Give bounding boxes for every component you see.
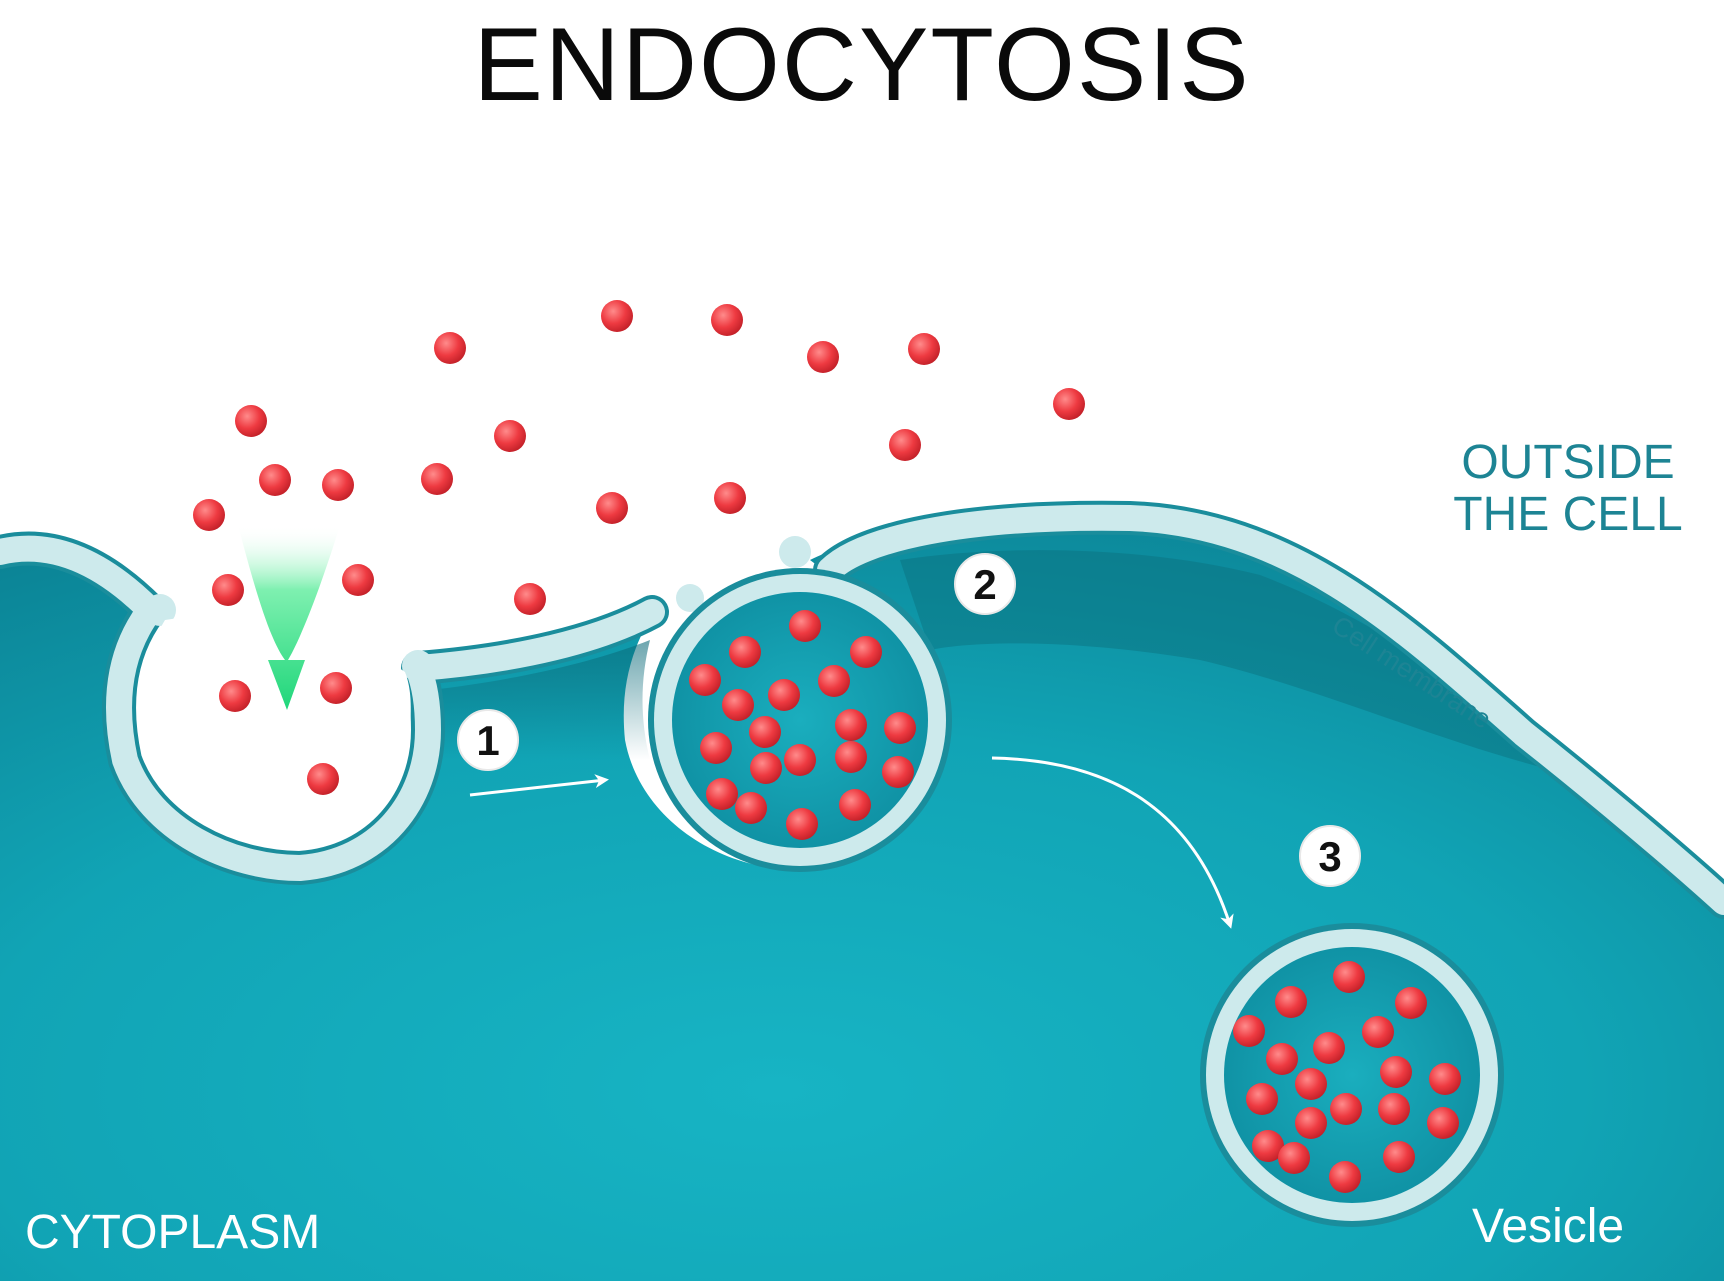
particle: [1295, 1107, 1327, 1139]
step-badge-3: 3: [1299, 825, 1361, 887]
particle: [1378, 1093, 1410, 1125]
particle: [1333, 961, 1365, 993]
particle: [212, 574, 244, 606]
particle: [889, 429, 921, 461]
cytoplasm-label: CYTOPLASM: [25, 1206, 320, 1259]
particle: [700, 732, 732, 764]
step-badge-2: 2: [954, 553, 1016, 615]
membrane-cap: [779, 536, 811, 568]
particle: [835, 709, 867, 741]
step-badge-1: 1: [457, 709, 519, 771]
vesicle-label: Vesicle: [1472, 1200, 1624, 1253]
particle: [342, 564, 374, 596]
outside-label-line2: THE CELL: [1453, 488, 1682, 541]
step-number: 2: [973, 561, 996, 608]
circle-number-icon: [457, 709, 519, 771]
particle: [786, 808, 818, 840]
particle: [1266, 1043, 1298, 1075]
green-down-arrow-icon: [238, 525, 340, 710]
particle: [711, 304, 743, 336]
outside-label-line1: OUTSIDE: [1461, 436, 1674, 489]
particle: [714, 482, 746, 514]
particle: [1233, 1015, 1265, 1047]
white-arrow-icon: [469, 774, 609, 797]
white-arrow-icon: [991, 756, 1234, 929]
particle: [689, 664, 721, 696]
particle: [1329, 1161, 1361, 1193]
particle: [850, 636, 882, 668]
particle: [1278, 1142, 1310, 1174]
endocytic-pit: [145, 600, 411, 831]
particle: [750, 752, 782, 784]
particle: [735, 792, 767, 824]
particle: [1275, 986, 1307, 1018]
page-title: ENDOCYTOSIS: [473, 7, 1250, 123]
membrane-cap: [402, 650, 434, 682]
circle-number-icon: [954, 553, 1016, 615]
particle: [1380, 1056, 1412, 1088]
particle: [322, 469, 354, 501]
step-number: 3: [1318, 833, 1341, 880]
particle: [1429, 1063, 1461, 1095]
particle: [193, 499, 225, 531]
particle: [320, 672, 352, 704]
membrane-cap: [144, 594, 176, 626]
particle: [1427, 1107, 1459, 1139]
particle: [839, 789, 871, 821]
particle: [514, 583, 546, 615]
particles: [193, 300, 1461, 1193]
particle: [434, 332, 466, 364]
particle: [1053, 388, 1085, 420]
particle: [1362, 1016, 1394, 1048]
particle: [259, 464, 291, 496]
particle: [882, 756, 914, 788]
particle: [722, 689, 754, 721]
particle: [818, 665, 850, 697]
particle: [1330, 1093, 1362, 1125]
particle: [835, 741, 867, 773]
step-number: 1: [476, 717, 499, 764]
particle: [235, 405, 267, 437]
particle: [1313, 1032, 1345, 1064]
particle: [219, 680, 251, 712]
particle: [1395, 987, 1427, 1019]
particle: [749, 716, 781, 748]
cytoplasm-shade-right: [900, 550, 1600, 780]
particle: [421, 463, 453, 495]
particle: [601, 300, 633, 332]
particle: [884, 712, 916, 744]
circle-number-icon: [1299, 825, 1361, 887]
particle: [1295, 1068, 1327, 1100]
particle: [784, 744, 816, 776]
particle: [1383, 1141, 1415, 1173]
particle: [706, 778, 738, 810]
particle: [729, 636, 761, 668]
particle: [1246, 1083, 1278, 1115]
particle: [307, 763, 339, 795]
particle: [596, 492, 628, 524]
particle: [807, 341, 839, 373]
particle: [908, 333, 940, 365]
particle: [1252, 1130, 1284, 1162]
particle: [789, 610, 821, 642]
membrane-cap: [676, 584, 704, 612]
particle: [494, 420, 526, 452]
particle: [768, 679, 800, 711]
